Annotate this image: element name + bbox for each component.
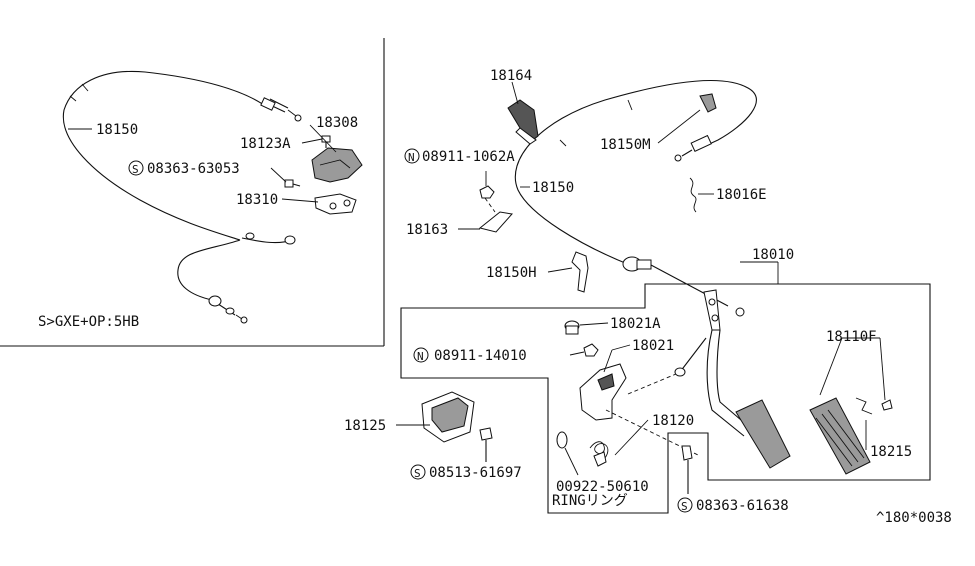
svg-text:N: N [408, 151, 415, 164]
label-18215: 18215 [870, 444, 912, 460]
stopper-18125 [396, 391, 475, 443]
label-18016E: 18016E [716, 187, 767, 203]
svg-text:S: S [681, 500, 688, 513]
pedal-pad [735, 399, 791, 469]
label-08363-61638: 08363-61638 [696, 498, 789, 514]
accelerator-cable-left [62, 70, 269, 241]
label-18010: 18010 [752, 247, 794, 263]
label-18120: 18120 [652, 413, 694, 429]
pedal-assembly-box [400, 261, 931, 514]
s-marker-icon: S [128, 160, 144, 176]
label-18150-right: 18150 [532, 180, 574, 196]
svg-text:N: N [417, 350, 424, 363]
bracket-18150H [571, 251, 589, 293]
label-18110F: 18110F [826, 329, 877, 345]
bracket-18021 [579, 363, 627, 421]
label-variant: S>GXE+OP:5HB [38, 314, 139, 330]
label-18310: 18310 [236, 192, 278, 208]
label-reference-code: ^180*0038 [876, 510, 952, 526]
clip-18215 [855, 397, 893, 450]
screw-08513-61697 [479, 427, 493, 462]
label-08911-14010: 08911-14010 [434, 348, 527, 364]
label-08363-63053: 08363-63053 [147, 161, 240, 177]
bolt-08363-61638 [681, 445, 693, 494]
cable-lower-branch [177, 239, 241, 316]
n-marker-icon: N [413, 347, 429, 363]
svg-text:S: S [414, 467, 421, 480]
label-18163: 18163 [406, 222, 448, 238]
bolt-08363-63053 [284, 179, 301, 188]
variant-inset: 18150 18308 18123A S 08363-63053 18310 S… [0, 38, 385, 347]
label-18164: 18164 [490, 68, 532, 84]
label-18125: 18125 [344, 418, 386, 434]
s-marker-icon: S [410, 464, 426, 480]
ring-00922-50610 [556, 431, 579, 476]
pedal-arm [674, 289, 749, 437]
label-08911-1062A: 08911-1062A [422, 149, 515, 165]
nut-08911-14010 [569, 343, 599, 357]
label-18021: 18021 [632, 338, 674, 354]
label-18150H: 18150H [486, 265, 537, 281]
label-18150M: 18150M [600, 137, 651, 153]
cable-end-18150M [674, 93, 717, 162]
label-18150-left: 18150 [96, 122, 138, 138]
s-marker-icon: S [677, 497, 693, 513]
svg-text:S: S [132, 163, 139, 176]
label-00922-50610: 00922-50610 [556, 479, 649, 495]
nut-08911-1062A [479, 171, 495, 199]
label-18308: 18308 [316, 115, 358, 131]
bushing-18021A [564, 320, 609, 335]
label-08513-61697: 08513-61697 [429, 465, 522, 481]
label-18123A: 18123A [240, 136, 291, 152]
label-18021A: 18021A [610, 316, 661, 332]
symbol-18016E [689, 177, 697, 213]
bracket-18308 [311, 147, 363, 183]
cable-grommet [622, 256, 745, 317]
grommet-18163 [458, 197, 513, 233]
label-ring: RINGリング [552, 493, 628, 509]
pad-18110F [809, 337, 886, 475]
n-marker-icon: N [404, 148, 420, 164]
accelerator-cable-main [514, 79, 757, 266]
